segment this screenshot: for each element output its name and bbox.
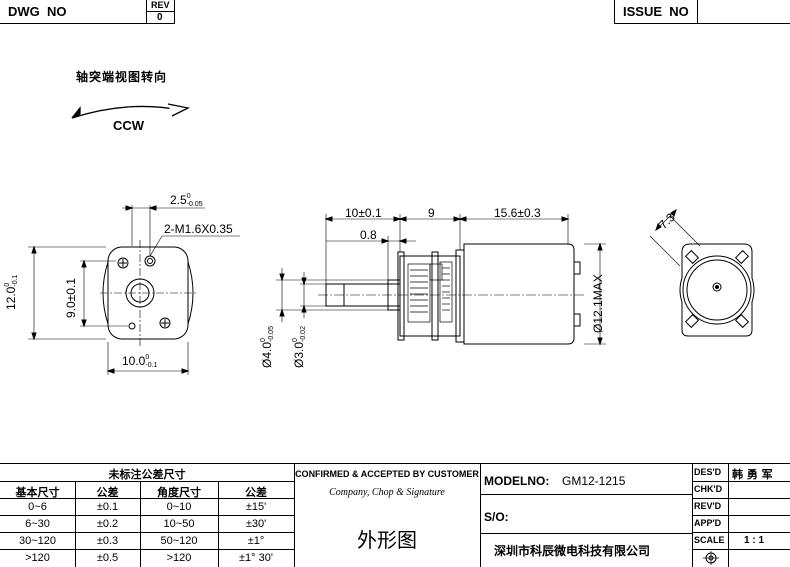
tolerance-cell: ±1° 30': [239, 552, 273, 564]
tolerance-cell: 30~120: [18, 535, 56, 547]
dim-gear-len: 9: [428, 206, 435, 220]
rev-d-label: REV'D: [694, 501, 722, 511]
tolerance-header-cell: 基本尺寸: [15, 486, 60, 499]
tolerance-header-cell: 公差: [245, 486, 267, 499]
title-block: 未标注公差尺寸 基本尺寸 公差 角度尺寸 公差 0~6 ±0.1 0~10 ±15' 6~30 ±…: [0, 463, 790, 567]
tolerance-table: 未标注公差尺寸 基本尺寸 公差 角度尺寸 公差 0~6 ±0.1 0~10 ±15' 6~30 ±…: [0, 464, 295, 567]
tolerance-cell: >120: [25, 552, 50, 564]
rotation-direction: CCW: [113, 118, 145, 133]
dim-flat: 0.8: [360, 228, 377, 242]
rev-box: REV 0: [147, 0, 175, 24]
model-block: MODELNO: GM12-1215 S/O: 深圳市科辰微电科技有限公司: [480, 464, 693, 567]
issue-no-label: ISSUE NO: [623, 4, 689, 19]
scale-label: SCALE: [694, 535, 725, 545]
des-label: DES'D: [694, 467, 722, 477]
tolerance-cell: ±0.1: [96, 501, 119, 513]
projection-symbol-icon: [703, 551, 719, 565]
approval-subtitle: Company, Chop & Signature: [329, 487, 445, 498]
rev-label: REV: [151, 0, 170, 10]
drawing-canvas: [28, 103, 755, 375]
tolerance-cell: ±0.2: [96, 518, 119, 530]
side-view: [276, 214, 606, 346]
tolerance-cell: >120: [166, 552, 192, 564]
tolerance-cell: ±15': [245, 501, 267, 513]
approval-block: CONFIRMED & ACCEPTED BY CUSTOMER Company…: [294, 464, 481, 567]
tolerance-cell: 0~6: [28, 501, 47, 513]
tolerance-row: >120 ±0.5 >120 ±1° 30': [0, 550, 294, 567]
tolerance-cell: ±30': [245, 518, 267, 530]
tolerance-row: 0~6 ±0.1 0~10 ±15': [0, 499, 294, 516]
app-label: APP'D: [694, 518, 722, 528]
company-name: 深圳市科辰微电科技有限公司: [494, 544, 651, 558]
drawing-name: 外形图: [357, 528, 417, 552]
approval-title: CONFIRMED & ACCEPTED BY CUSTOMER: [295, 469, 479, 479]
tolerance-header-cell: 角度尺寸: [157, 486, 201, 499]
chk-label: CHK'D: [694, 484, 723, 494]
rev-value: 0: [157, 12, 163, 23]
dim-motor-dia: Ø12.1MAX: [591, 274, 605, 333]
scale-value: 1 : 1: [744, 535, 765, 546]
tolerance-cell: 0~10: [166, 501, 192, 513]
model-value: GM12-1215: [562, 474, 626, 488]
dwg-no-box: DWG NO: [0, 0, 147, 24]
tolerance-header-cell: 公差: [96, 486, 119, 499]
ccw-arrow: [71, 103, 190, 119]
issue-no-box: ISSUE NO: [614, 0, 790, 24]
model-label: MODELNO:: [484, 474, 550, 488]
tolerance-title: 未标注公差尺寸: [108, 468, 186, 481]
dwg-no-label: DWG NO: [8, 4, 67, 19]
signoff-block: DES'D 韩 勇 军 CHK'D REV'D APP'D SCALE 1 : …: [692, 464, 790, 567]
front-view: [28, 205, 240, 375]
tolerance-cell: ±1°: [247, 535, 265, 547]
dim-thread: 2-M1.6X0.35: [164, 222, 233, 236]
dim-motor-len: 15.6±0.3: [494, 206, 541, 220]
tolerance-cell: ±0.5: [96, 552, 119, 564]
dim-height-9: 9.0±0.1: [64, 278, 78, 318]
tolerance-cell: 6~30: [25, 518, 50, 530]
dim-shaft-len: 10±0.1: [345, 206, 382, 220]
rotation-caption: 轴突端视图转向: [76, 70, 168, 84]
rear-view: [649, 208, 755, 337]
tolerance-header-row: 基本尺寸 公差 角度尺寸 公差: [0, 482, 294, 499]
tolerance-cell: 50~120: [160, 535, 198, 547]
tolerance-cell: ±0.3: [96, 535, 119, 547]
tolerance-cell: 10~50: [163, 518, 195, 530]
des-value: 韩 勇 军: [732, 468, 773, 481]
so-label: S/O:: [484, 510, 509, 524]
tolerance-row: 30~120 ±0.3 50~120 ±1°: [0, 533, 294, 550]
tolerance-row: 6~30 ±0.2 10~50 ±30': [0, 516, 294, 533]
